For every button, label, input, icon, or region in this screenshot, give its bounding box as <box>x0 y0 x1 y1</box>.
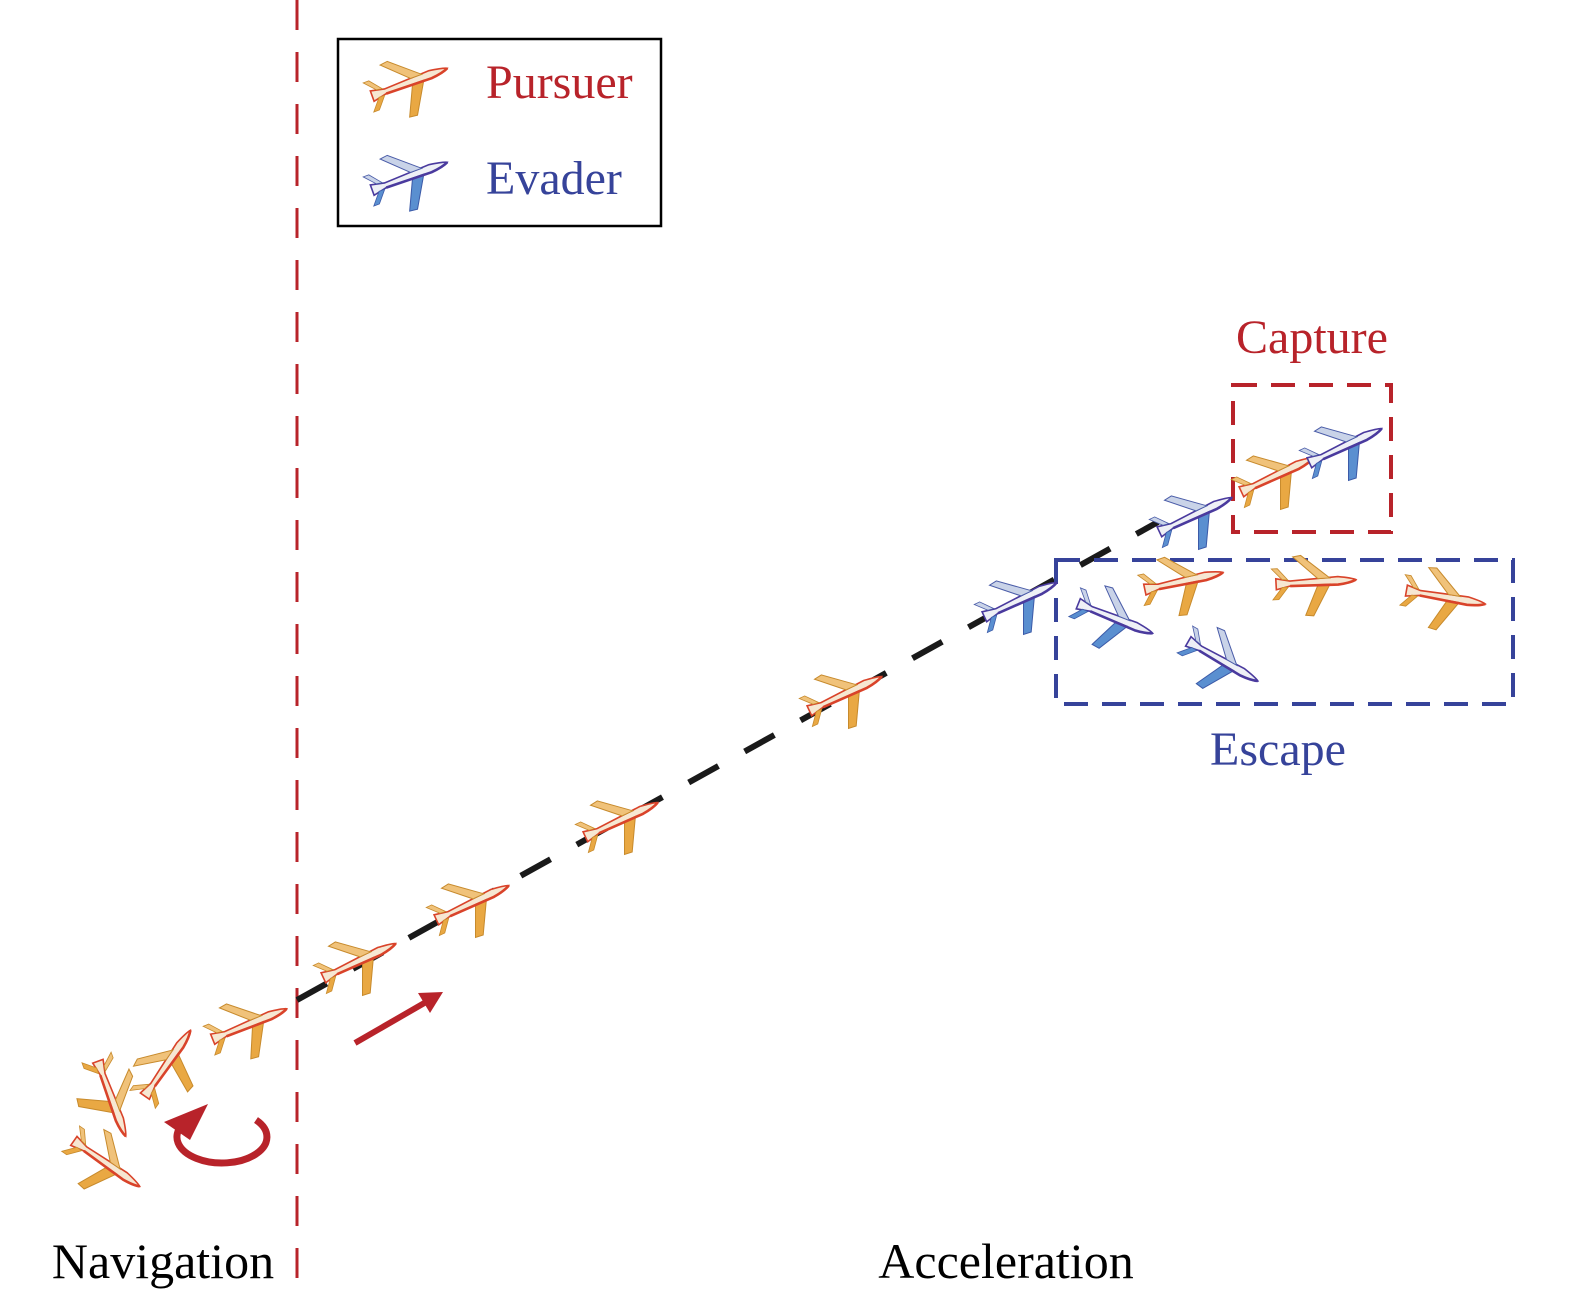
evader-plane-icon <box>1142 471 1248 566</box>
forward-arrowhead <box>418 992 443 1013</box>
pursuer-plane-icon <box>50 1114 157 1216</box>
pursuer-plane-icon <box>1269 551 1360 620</box>
pursuer-plane-icon <box>118 1013 220 1120</box>
rotate-arrow-icon <box>173 1117 271 1167</box>
pursuer-plane-icon <box>1395 561 1492 639</box>
acceleration-phase-label: Acceleration <box>878 1233 1133 1289</box>
navigation-phase-label: Navigation <box>52 1233 274 1289</box>
rotate-arrowhead <box>164 1104 208 1140</box>
legend: Pursuer Evader <box>336 37 663 228</box>
pursuer-plane-icon <box>792 650 898 745</box>
evader-plane-icon <box>1292 402 1398 497</box>
pursuer-legend-label: Pursuer <box>486 56 633 109</box>
escape-label: Escape <box>1210 723 1346 776</box>
capture-label: Capture <box>1236 311 1388 364</box>
forward-arrow-icon <box>353 995 438 1046</box>
pursuer-plane-icon <box>197 982 301 1074</box>
pursuer-plane-icon <box>419 859 525 954</box>
pursuer-plane-icon <box>1133 544 1232 625</box>
capture-region-box <box>1231 383 1393 534</box>
escape-region-box <box>1054 558 1515 706</box>
evader-legend-label: Evader <box>486 152 622 205</box>
pursuer-plane-icon <box>568 776 674 871</box>
evader-plane-icon <box>1166 614 1273 712</box>
pursuer-plane-icon <box>306 917 412 1012</box>
